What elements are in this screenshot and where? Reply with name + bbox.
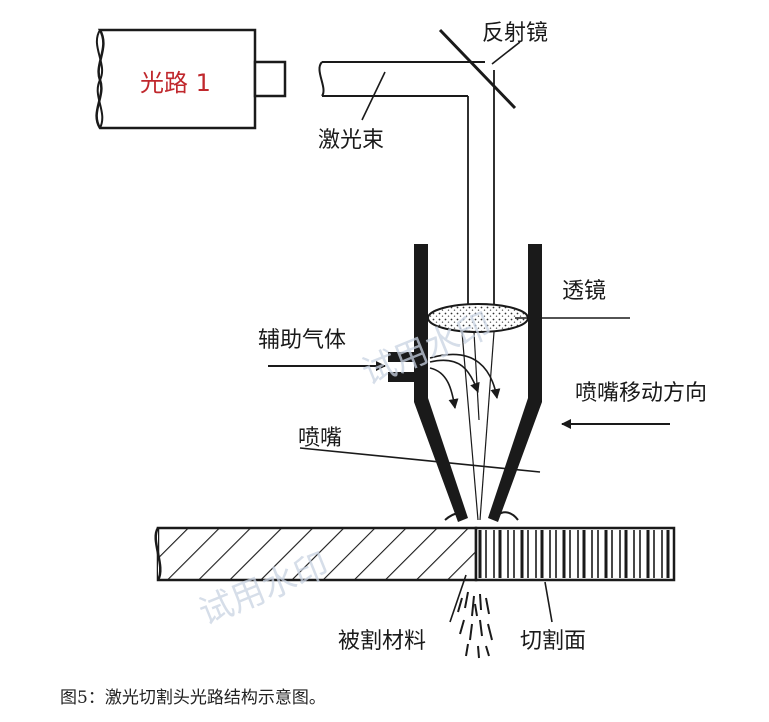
workpiece-label: 被割材料 — [338, 629, 426, 654]
figure-caption: 图5：激光切割头光路结构示意图。 — [60, 688, 326, 708]
mirror-label: 反射镜 — [482, 21, 548, 46]
laser-source-box — [95, 28, 287, 130]
focused-beam — [461, 331, 495, 521]
assist-gas-inlet — [268, 352, 501, 409]
mirror — [438, 28, 517, 110]
nozzle-direction-label: 喷嘴移动方向 — [575, 381, 707, 406]
nozzle-label: 喷嘴 — [298, 426, 342, 451]
sparks — [444, 511, 519, 659]
workpiece — [154, 526, 478, 582]
lens — [427, 303, 529, 333]
cut-surface — [474, 526, 676, 582]
cut-surface-label: 切割面 — [520, 629, 586, 654]
lens-label: 透镜 — [562, 279, 606, 304]
assist-gas-label: 辅助气体 — [258, 328, 346, 353]
laser-beam-label: 激光束 — [318, 128, 384, 153]
laser-source-label: 光路 1 — [140, 69, 211, 97]
laser-beam — [318, 61, 495, 305]
nozzle-body — [414, 244, 542, 522]
